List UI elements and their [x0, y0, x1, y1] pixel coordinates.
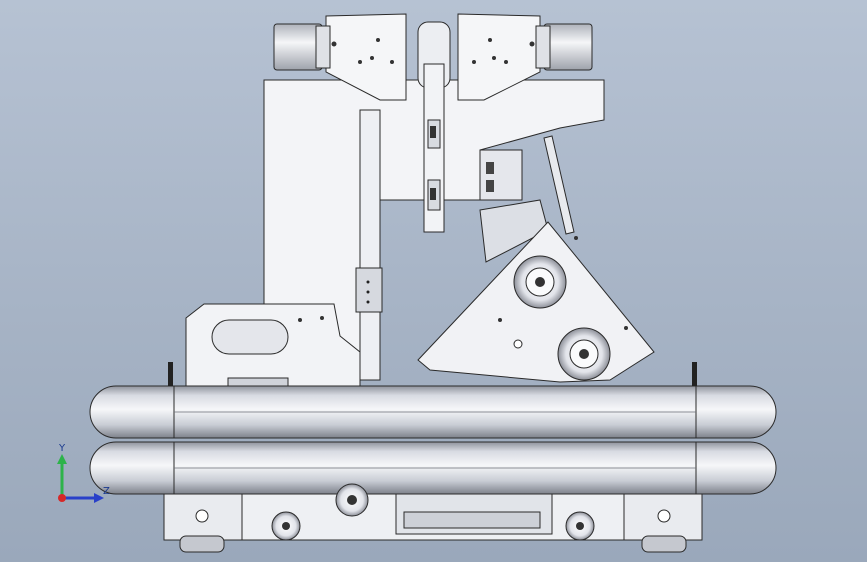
inner-right-wheel[interactable] — [565, 511, 595, 541]
upper-bumper-tube[interactable] — [89, 385, 777, 439]
left-vertical-rail[interactable] — [355, 109, 383, 381]
bumper-mount-right — [692, 362, 697, 386]
central-neck-link[interactable] — [417, 21, 451, 233]
support-strut[interactable] — [479, 135, 575, 235]
lower-bumper-tube[interactable] — [89, 441, 777, 495]
coordinate-triad: Y Z — [57, 443, 110, 503]
right-shoulder-motor[interactable] — [535, 23, 593, 71]
x-axis-origin — [58, 494, 66, 502]
front-right-caster[interactable] — [623, 493, 703, 553]
inner-left-wheel[interactable] — [271, 511, 301, 541]
left-hip-plate[interactable] — [185, 303, 361, 393]
y-axis-label: Y — [58, 443, 66, 454]
left-shoulder-motor[interactable] — [273, 23, 331, 71]
z-axis-arrowhead — [94, 493, 104, 503]
upper-drive-hub[interactable] — [513, 255, 567, 309]
y-axis-arrowhead — [57, 454, 67, 464]
right-shoulder-bracket[interactable] — [457, 13, 541, 101]
front-left-caster[interactable] — [163, 493, 243, 553]
z-axis-label: Z — [103, 486, 110, 497]
lower-drive-hub[interactable] — [557, 327, 611, 381]
bumper-mount-left — [168, 362, 173, 386]
